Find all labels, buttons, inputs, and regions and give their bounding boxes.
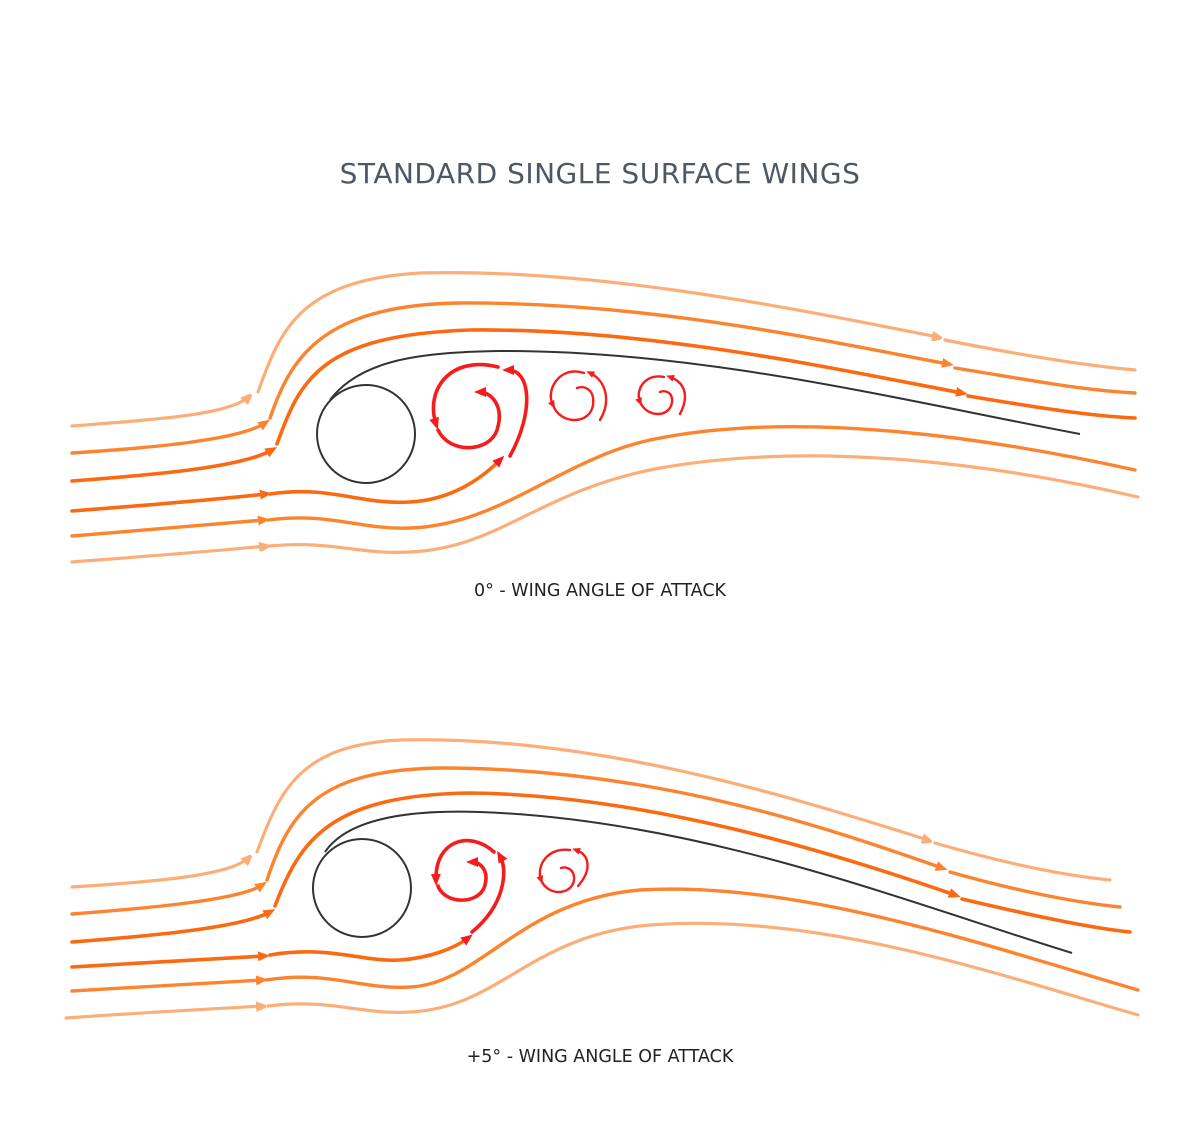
vortex: [429, 362, 500, 430]
streamline: [933, 841, 1112, 882]
leading-edge-tube: [316, 384, 416, 484]
streamline: [953, 366, 1137, 395]
caption-5-degrees: +5° - WING ANGLE OF ATTACK: [466, 1047, 734, 1067]
caption-0-degrees: 0° - WING ANGLE OF ATTACK: [473, 581, 727, 601]
streamline: [70, 858, 248, 889]
streamline: [268, 301, 954, 420]
streamline: [264, 887, 1140, 992]
streamline: [960, 897, 1132, 934]
vortex: [635, 375, 666, 406]
streamline: [268, 454, 1140, 554]
streamline: [70, 881, 267, 916]
vortex: [551, 386, 595, 422]
vortex: [548, 370, 586, 409]
streamline: [70, 489, 272, 513]
streamline: [966, 394, 1137, 420]
diagram-title: STANDARD SINGLE SURFACE WINGS: [339, 157, 861, 190]
streamline: [70, 951, 270, 969]
streamline: [70, 909, 276, 944]
streamline: [943, 338, 1137, 372]
streamline: [266, 425, 1137, 530]
vortex: [666, 375, 687, 416]
diagram-0-degrees: [70, 271, 1140, 564]
vortex: [430, 838, 496, 886]
leading-edge-tube: [312, 838, 412, 938]
diagram-5-degrees: [64, 738, 1140, 1020]
streamline: [70, 447, 278, 483]
streamline: [70, 515, 270, 538]
wing-surface: [324, 810, 1073, 954]
streamline: [266, 921, 1140, 1017]
streamline: [268, 934, 473, 962]
vortex: [436, 387, 501, 450]
vortex: [572, 848, 589, 888]
streamline: [275, 328, 968, 446]
streamline: [273, 791, 961, 908]
wing-surface: [329, 349, 1081, 435]
streamline: [70, 975, 268, 993]
streamline: [70, 419, 270, 455]
streamline: [64, 1006, 262, 1020]
streamline: [948, 870, 1122, 909]
vortex: [638, 390, 674, 416]
streamline: [255, 738, 928, 854]
streamline: [265, 766, 948, 882]
vortex: [470, 850, 508, 934]
streamline: [268, 455, 505, 505]
vortex: [436, 857, 488, 902]
streamline: [70, 397, 248, 428]
vortex: [502, 365, 529, 458]
vortex: [536, 848, 572, 884]
streamline: [70, 546, 265, 564]
streamline: [256, 271, 938, 394]
vortex: [586, 371, 608, 422]
vortex: [539, 866, 576, 894]
